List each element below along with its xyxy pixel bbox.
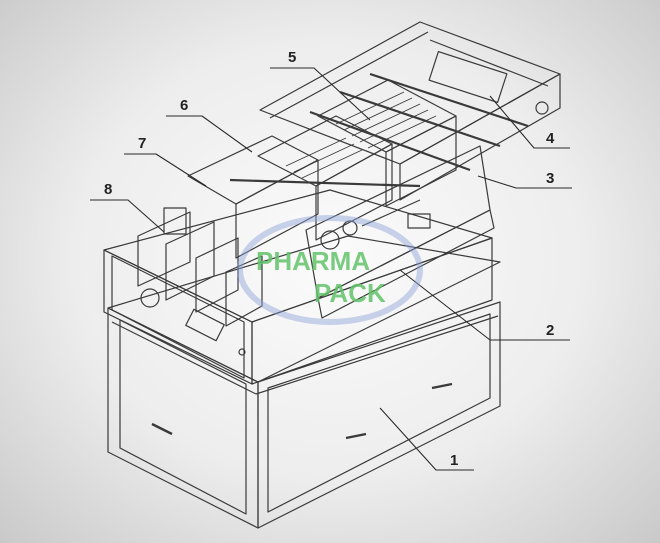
callout-4: 4 (546, 130, 555, 147)
watermark-line1: PHARMA (256, 246, 370, 276)
upper-table (103, 189, 493, 385)
top-extension-frame (229, 21, 561, 201)
callout-5: 5 (288, 49, 296, 66)
callout-7: 7 (138, 135, 146, 152)
callout-8: 8 (104, 181, 112, 198)
trays (187, 79, 457, 259)
watermark-line2: PACK (314, 278, 386, 308)
base-frame (107, 235, 501, 529)
pharmapack-watermark: PHARMA PACK (237, 215, 423, 325)
leader-lines (90, 67, 572, 471)
callout-3: 3 (546, 170, 554, 187)
guide-plates (137, 207, 263, 327)
main-side-plate (305, 145, 495, 319)
callout-1: 1 (450, 452, 458, 469)
callout-2: 2 (546, 322, 554, 339)
callout-6: 6 (180, 97, 188, 114)
